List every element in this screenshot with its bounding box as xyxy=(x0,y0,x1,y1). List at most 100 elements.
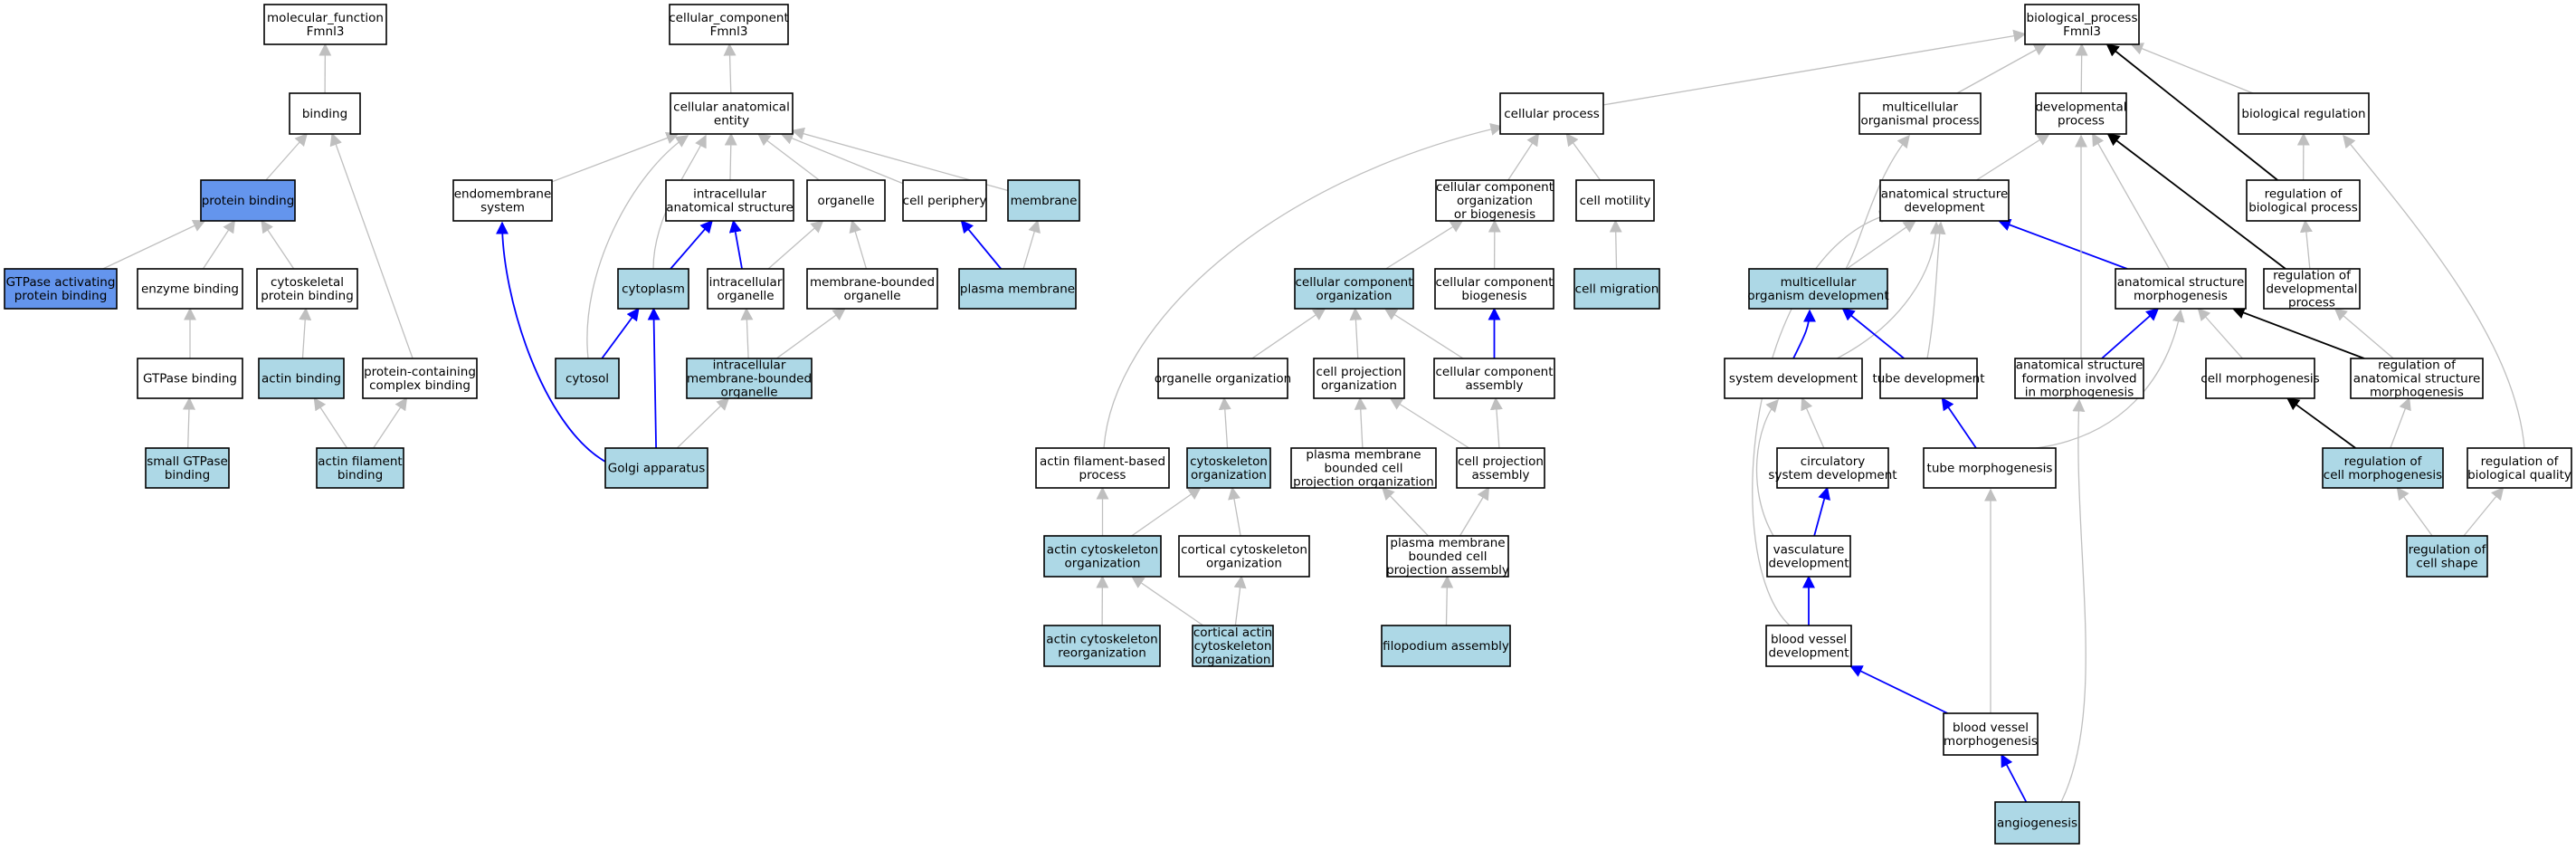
node-box xyxy=(2406,535,2488,578)
node-label-line: actin filament xyxy=(318,454,402,469)
edge-is-a-enzyme-binding-to-protein-binding xyxy=(202,219,235,270)
node-box xyxy=(665,179,794,222)
node-label-line: cellular_component xyxy=(669,11,788,25)
go-term-node-organelle[interactable]: organelle xyxy=(806,179,886,222)
go-term-node-cellular-process[interactable]: cellular process xyxy=(1499,92,1604,135)
go-term-node-tube-morph[interactable]: tube morphogenesis xyxy=(1923,447,2057,489)
go-term-node-protein-binding[interactable]: protein binding xyxy=(200,179,296,222)
node-label-line: organization xyxy=(1321,378,1397,393)
go-term-node-sys-dev[interactable]: system development xyxy=(1724,358,1863,399)
node-label-line: cell shape xyxy=(2416,557,2477,571)
go-term-node-angio[interactable]: angiogenesis xyxy=(1994,801,2080,845)
go-term-node-bio-reg[interactable]: biological regulation xyxy=(2238,92,2370,135)
go-term-node-cell-periphery[interactable]: cell periphery xyxy=(902,179,987,222)
go-term-node-binding[interactable]: binding xyxy=(289,92,361,135)
go-term-node-membrane[interactable]: membrane xyxy=(1007,179,1080,222)
edge-is-a-cpa-to-cpo xyxy=(1389,397,1470,449)
node-label-line: projection organization xyxy=(1293,475,1434,490)
node-label-line: regulation of xyxy=(2481,454,2560,469)
edge-is-a-cpo-to-cco xyxy=(1349,307,1363,359)
go-term-node-actin-binding[interactable]: actin binding xyxy=(258,358,345,399)
node-label-line: circulatory xyxy=(1801,454,1866,469)
node-label-line: multicellular xyxy=(1781,275,1857,290)
go-term-node-filopodium[interactable]: filopodium assembly xyxy=(1381,625,1511,667)
node-label-line: membrane-bounded xyxy=(687,372,812,387)
node-label-line: morphogenesis xyxy=(1944,734,2038,749)
go-term-node-golgi[interactable]: Golgi apparatus xyxy=(604,447,708,489)
node-box xyxy=(137,268,243,310)
node-box xyxy=(1434,268,1554,310)
go-term-node-cytosol[interactable]: cytosol xyxy=(555,358,620,399)
go-term-node-cell-motility[interactable]: cell motility xyxy=(1575,179,1655,222)
edge-part-of-golgi-to-endomembrane xyxy=(496,221,606,463)
edge-is-a-cell-morph-to-asm xyxy=(2197,307,2243,359)
go-term-node-cell-morph[interactable]: cell morphogenesis xyxy=(2201,358,2320,399)
node-label-line: plasma membrane xyxy=(1306,448,1421,463)
node-box xyxy=(4,268,118,310)
edge-is-a-gtpase-act-to-protein-binding xyxy=(102,220,206,270)
go-term-node-cytoplasm[interactable]: cytoplasm xyxy=(617,268,689,310)
node-label-line: actin filament-based xyxy=(1040,454,1165,469)
node-box xyxy=(263,4,387,45)
node-label-line: intracellular xyxy=(709,275,783,290)
go-term-node-tube-dev[interactable]: tube development xyxy=(1872,358,1985,399)
node-label-line: development xyxy=(1904,201,1984,215)
go-term-node-org-org[interactable]: organelle organization xyxy=(1155,358,1291,399)
go-term-node-gtpase-binding[interactable]: GTPase binding xyxy=(137,358,243,399)
go-term-node-plasma-membrane[interactable]: plasma membrane xyxy=(958,268,1077,310)
node-label-line: cortical cytoskeleton xyxy=(1181,543,1307,558)
node-label-line: formation involved xyxy=(2021,372,2136,387)
node-box xyxy=(2115,268,2247,310)
go-term-node-enzyme-binding[interactable]: enzyme binding xyxy=(137,268,243,310)
edge-regulates-reg-asm-to-asm xyxy=(2231,306,2365,359)
edge-is-a-pmbcpa-to-pmbcpo xyxy=(1382,486,1430,537)
node-label-line: filopodium assembly xyxy=(1383,639,1509,654)
node-label-line: GTPase activating xyxy=(6,275,116,290)
go-term-node-cell-migration[interactable]: cell migration xyxy=(1573,268,1660,310)
